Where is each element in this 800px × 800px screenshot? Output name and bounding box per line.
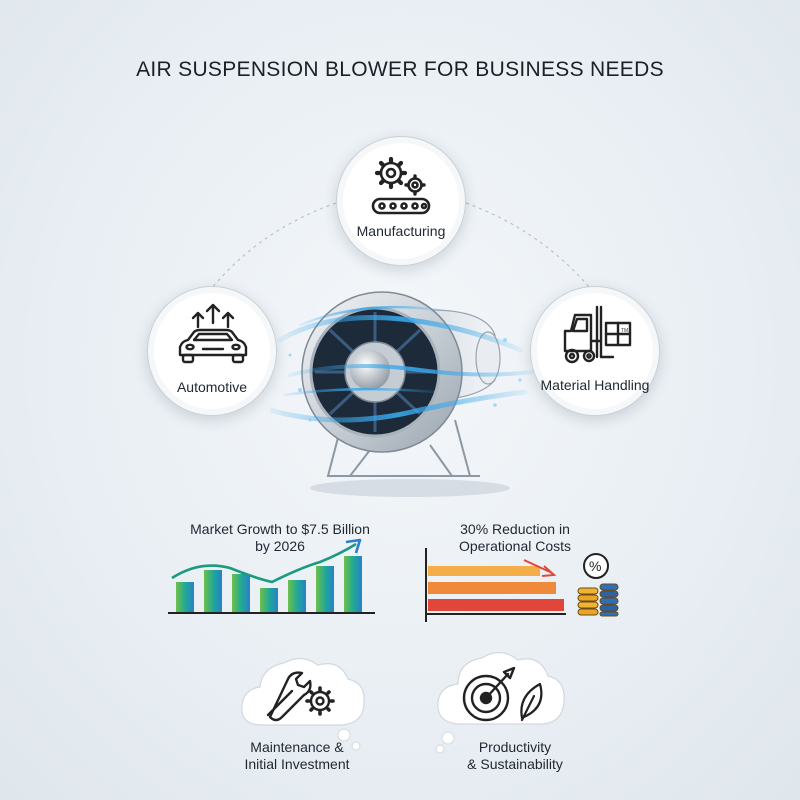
leaf-icon — [520, 682, 543, 722]
cost-reduction-line2: Operational Costs — [458, 538, 572, 554]
car-icon — [178, 303, 248, 364]
productivity-label: Productivity & Sustainability — [440, 739, 590, 773]
maintenance-label: Maintenance & Initial Investment — [222, 739, 372, 773]
productivity-line1: Productivity — [478, 739, 552, 755]
cost-reduction-chart: % — [425, 548, 619, 622]
growth-bar-3 — [232, 574, 250, 612]
market-growth-label: Market Growth to $7.5 Billion by 2026 — [160, 521, 400, 555]
growth-bar-5 — [288, 580, 306, 612]
cost-reduction-line1: 30% Reduction in — [460, 521, 570, 537]
cost-bar-1 — [428, 566, 540, 576]
svg-text:%: % — [589, 558, 601, 574]
gears-icon — [371, 156, 431, 215]
growth-bar-4 — [260, 588, 278, 612]
cost-bar-2 — [428, 582, 556, 594]
productivity-line2: & Sustainability — [467, 756, 563, 772]
forklift-icon: TM — [563, 305, 632, 364]
material-handling-circle: TM Material Handling — [530, 286, 660, 416]
market-growth-line2: by 2026 — [255, 538, 305, 554]
percent-coins-icon: % — [577, 553, 619, 617]
productivity-cloud — [435, 651, 565, 754]
market-growth-line1: Market Growth to $7.5 Billion — [190, 521, 370, 537]
cost-bar-3 — [428, 599, 564, 611]
maintenance-line2: Initial Investment — [244, 756, 350, 772]
growth-bar-2 — [204, 570, 222, 612]
material-handling-label: Material Handling — [540, 377, 650, 393]
target-icon — [462, 666, 516, 722]
manufacturing-label: Manufacturing — [356, 223, 446, 239]
market-growth-bar-chart — [168, 538, 375, 614]
svg-text:TM: TM — [621, 328, 628, 334]
growth-bar-6 — [316, 566, 334, 612]
wrench-gear-icon — [266, 671, 335, 722]
growth-bar-7 — [344, 556, 362, 612]
growth-bar-1 — [176, 582, 194, 612]
page-title: AIR SUSPENSION BLOWER FOR BUSINESS NEEDS — [136, 58, 664, 81]
automotive-circle: Automotive — [147, 286, 277, 416]
automotive-label: Automotive — [176, 379, 248, 395]
maintenance-line1: Maintenance & — [250, 739, 344, 755]
blower-illustration — [270, 291, 534, 497]
cost-reduction-label: 30% Reduction in Operational Costs — [410, 521, 620, 555]
maintenance-cloud — [241, 657, 365, 751]
manufacturing-circle: Manufacturing — [336, 136, 466, 266]
